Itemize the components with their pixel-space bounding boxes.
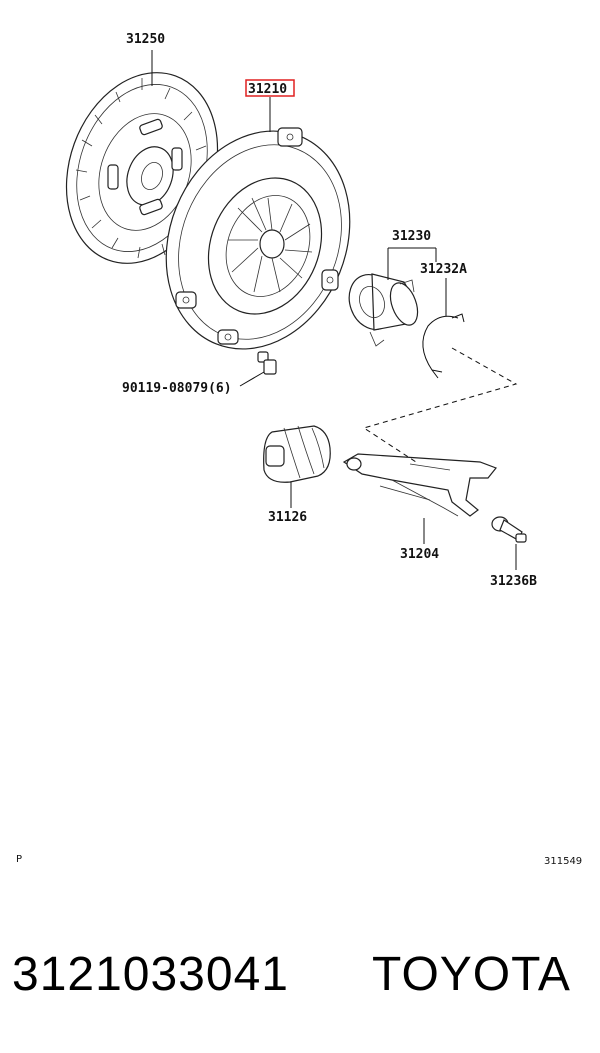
bearing-clip-drawing	[422, 313, 465, 379]
callout-31210: 31210	[248, 82, 287, 97]
callout-31236B: 31236B	[490, 574, 537, 589]
callout-31204: 31204	[400, 547, 439, 562]
callout-31230: 31230	[392, 229, 431, 244]
fork-support-drawing	[491, 516, 527, 543]
release-bearing-drawing	[348, 273, 419, 347]
callout-bolt: 90119-08079(6)	[122, 381, 232, 396]
bolt-drawing	[257, 351, 277, 375]
footer-part-number: 3121033041	[12, 948, 289, 1001]
diagram-id: 311549	[544, 856, 582, 867]
footer-brand: TOYOTA	[372, 948, 571, 1001]
fork-boot-drawing	[263, 425, 331, 483]
leader-lines	[151, 50, 518, 570]
release-fork-drawing	[342, 453, 497, 517]
highlight-box	[245, 79, 295, 97]
callout-31250: 31250	[126, 32, 165, 47]
callout-31126: 31126	[268, 510, 307, 525]
callout-31232A: 31232A	[420, 262, 467, 277]
clutch-cover-drawing	[165, 127, 351, 350]
page-marker: P	[16, 854, 22, 865]
